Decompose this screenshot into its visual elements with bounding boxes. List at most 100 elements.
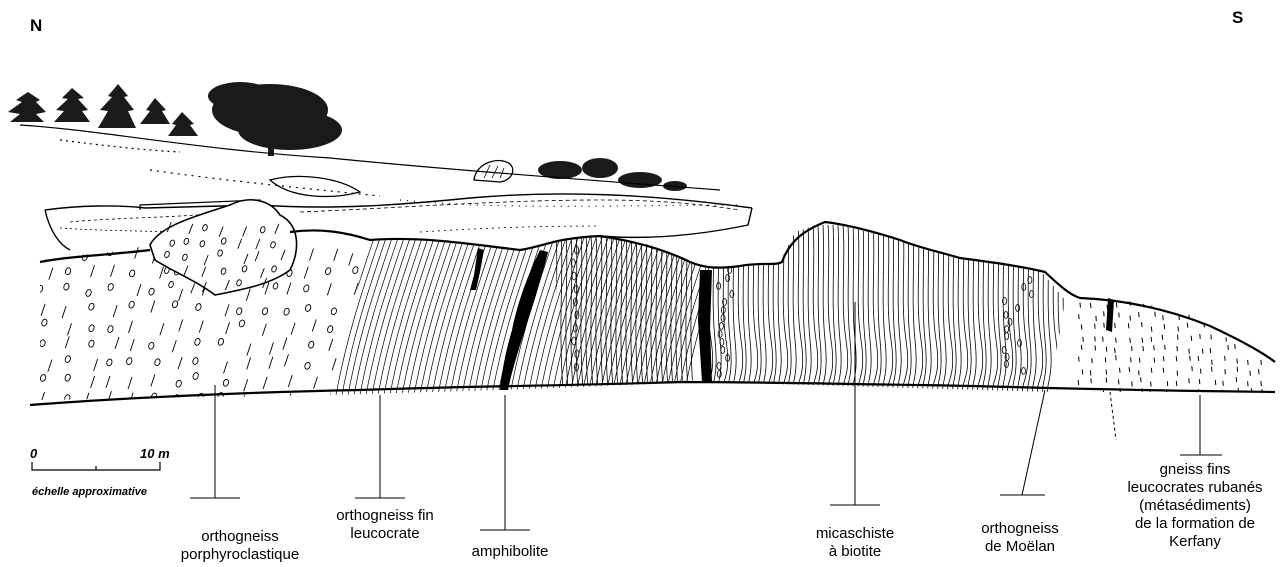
rock-texture-mark (1043, 225, 1046, 395)
rock-texture-mark (1119, 312, 1120, 317)
rock-texture-mark (1132, 381, 1133, 386)
rock-texture-mark (1022, 368, 1026, 375)
rock-texture-mark (1118, 379, 1119, 384)
rock-texture-mark (1187, 323, 1188, 328)
rock-texture-mark (948, 225, 953, 395)
rock-texture-mark (85, 289, 92, 297)
scale-zero: 0 (30, 446, 37, 461)
rock-texture-mark (1237, 367, 1238, 372)
rock-texture-mark (171, 300, 178, 308)
rock-texture-mark (733, 225, 736, 395)
label-line: de la formation de (1110, 515, 1280, 533)
rock-texture-mark (107, 391, 111, 403)
rock-texture-mark (1239, 304, 1240, 309)
rock-texture-mark (1162, 335, 1163, 340)
rock-texture-mark (1008, 319, 1012, 326)
rock-texture-mark (1237, 359, 1238, 364)
rock-texture-mark (1259, 369, 1260, 374)
rock-texture-mark (272, 282, 278, 290)
label-line: gneiss fins (1110, 461, 1280, 479)
rock-texture-mark (91, 265, 95, 277)
label-micaschiste-a-biotite: micaschiste à biotite (800, 525, 910, 561)
rock-texture-mark (1250, 334, 1251, 339)
rock-texture-mark (175, 380, 182, 388)
rock-texture-mark (1081, 325, 1082, 330)
rock-texture-mark (1273, 324, 1274, 329)
rock-texture-mark (1202, 311, 1203, 316)
rock-texture-mark (1106, 370, 1107, 375)
rock-texture-mark (913, 225, 916, 395)
rock-texture-mark (718, 331, 722, 338)
rock-texture-mark (265, 397, 269, 409)
rock-texture-mark (332, 358, 336, 370)
rock-texture-mark (903, 225, 908, 395)
rock-texture-mark (41, 318, 48, 326)
rock-texture-mark (719, 323, 723, 330)
rock-texture-mark (1177, 371, 1178, 376)
rock-texture-mark (88, 324, 95, 332)
rock-texture-mark (199, 321, 203, 333)
rock-texture-mark (898, 225, 901, 395)
rock-texture-mark (1248, 304, 1249, 309)
rock-texture-mark (37, 285, 44, 293)
rock-texture-mark (1263, 336, 1264, 341)
rock-texture-mark (1210, 348, 1211, 353)
rock-texture-mark (888, 225, 893, 395)
rock-texture-mark (1177, 335, 1178, 340)
rock-texture-mark (309, 249, 313, 261)
rock-texture-mark (1090, 370, 1091, 375)
rock-texture-mark (305, 304, 312, 312)
rock-texture-mark (356, 391, 360, 403)
rock-texture-mark (908, 225, 911, 395)
rock-texture-mark (225, 304, 229, 316)
rock-texture-mark (1261, 381, 1262, 386)
rock-texture-mark (1249, 327, 1250, 332)
rock-texture-mark (304, 362, 311, 370)
rock-texture-mark (823, 225, 826, 395)
rock-texture-mark (172, 340, 176, 352)
rock-texture-mark (61, 249, 68, 257)
rock-texture-mark (1105, 357, 1106, 362)
rock-texture-mark (1192, 366, 1193, 371)
rock-texture-mark (94, 359, 98, 371)
rock-texture-mark (973, 225, 976, 395)
rock-texture-mark (978, 225, 983, 395)
rock-texture-mark (561, 236, 563, 390)
rock-texture-mark (713, 225, 716, 395)
rock-texture-mark (312, 396, 316, 408)
rock-texture-mark (1163, 356, 1164, 361)
rock-texture-mark (49, 268, 53, 280)
rock-texture-mark (883, 225, 886, 395)
rock-texture-mark (1004, 361, 1008, 368)
scale-bar (32, 462, 160, 470)
rock-texture-mark (354, 283, 358, 295)
label-line: amphibolite (455, 543, 565, 561)
rock-texture-mark (1238, 311, 1239, 316)
rock-texture-mark (596, 236, 598, 390)
rock-texture-mark (868, 225, 871, 395)
rock-texture-mark (813, 225, 818, 395)
rock-texture-mark (1142, 322, 1143, 327)
rock-texture-mark (651, 236, 653, 390)
scale-caption: échelle approximative (32, 486, 147, 498)
rock-texture-mark (63, 283, 70, 291)
label-line: porphyroclastique (170, 546, 310, 564)
label-line: Kerfany (1110, 533, 1280, 551)
rock-texture-mark (246, 289, 250, 301)
label-line: orthogneiss (965, 520, 1075, 538)
rock-texture-mark (65, 336, 69, 348)
rock-texture-mark (1080, 303, 1081, 308)
rock-texture-mark (1176, 356, 1177, 361)
tree-icon (8, 92, 46, 122)
rock-texture-mark (330, 307, 337, 315)
rock-texture-mark (106, 376, 110, 388)
rock-texture-mark (1095, 336, 1096, 341)
label-line: leucocrates rubanés (1110, 479, 1280, 497)
rock-texture-mark (1005, 333, 1009, 340)
rock-texture-mark (1225, 369, 1226, 374)
rock-texture-mark (308, 341, 315, 349)
rock-texture-mark (287, 393, 291, 405)
rock-texture-mark (1163, 368, 1164, 373)
rock-texture-mark (284, 354, 288, 366)
